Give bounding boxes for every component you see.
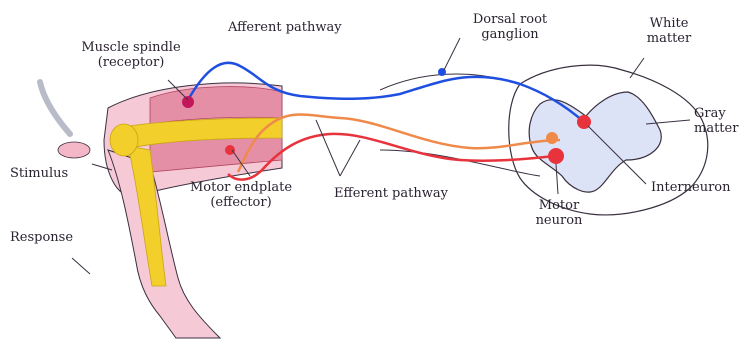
ganglion-text: ganglion <box>460 27 560 42</box>
motor-endplate-text: Motor endplate <box>176 180 306 195</box>
motor-neuron-body-2 <box>546 132 558 144</box>
motor-neuron-body <box>548 148 564 164</box>
dorsal-root <box>380 74 520 90</box>
afferent-pathway-label: Afferent pathway <box>228 20 342 35</box>
white-text: White <box>638 16 700 31</box>
gray-matter-label: Gray matter <box>694 106 738 136</box>
efferent-pathway-label: Efferent pathway <box>334 186 448 201</box>
stimulus-label: Stimulus <box>10 166 68 181</box>
neuron-text: neuron <box>528 213 590 228</box>
receptor-text: (receptor) <box>72 55 190 70</box>
muscle-spindle-receptor <box>182 96 194 108</box>
muscle-spindle-text: Muscle spindle <box>72 40 190 55</box>
knee-cap <box>110 124 138 156</box>
dorsal-root-ganglion-label: Dorsal root ganglion <box>460 12 560 42</box>
muscle-spindle-label: Muscle spindle (receptor) <box>72 40 190 70</box>
motor-endplate-marker <box>225 145 235 155</box>
leg <box>104 83 282 338</box>
effector-text: (effector) <box>176 195 306 210</box>
dorsal-root-text: Dorsal root <box>460 12 560 27</box>
interneuron-label: Interneuron <box>651 180 731 195</box>
gray-text: Gray <box>694 106 738 121</box>
motor-text: Motor <box>528 198 590 213</box>
matter-text: matter <box>638 31 700 46</box>
response-label: Response <box>10 230 73 245</box>
motor-endplate-label: Motor endplate (effector) <box>176 180 306 210</box>
reflex-hammer-icon <box>40 82 90 158</box>
motor-neuron-label: Motor neuron <box>528 198 590 228</box>
white-matter-label: White matter <box>638 16 700 46</box>
gray-matter-text: matter <box>694 121 738 136</box>
